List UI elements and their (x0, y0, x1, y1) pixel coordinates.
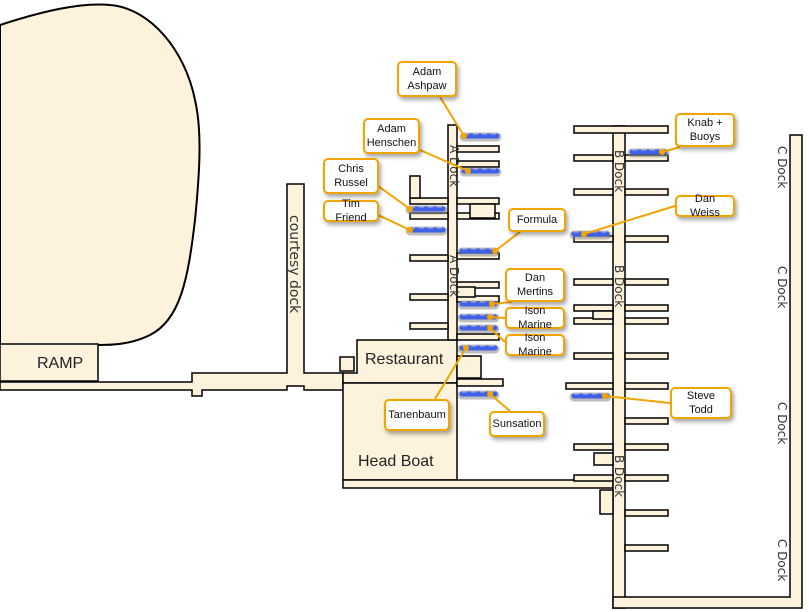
c-dock-label-1: C Dock (775, 146, 789, 188)
callout-sunsation[interactable]: Sunsation (489, 411, 545, 437)
callout-anchor-dot (407, 206, 413, 212)
b-dock-finger (573, 304, 614, 312)
b-dock-finger (624, 317, 669, 325)
callout-formula[interactable]: Formula (508, 208, 566, 232)
callout-leader (419, 149, 469, 172)
callout-anchor-dot (492, 248, 498, 254)
ramp-area (0, 343, 99, 382)
callout-anchor-dot (465, 168, 471, 174)
callout-ison-marine-1[interactable]: Ison Marine (505, 305, 565, 331)
callout-leader (661, 146, 681, 153)
restaurant-label: Restaurant (365, 351, 444, 368)
callout-leader (377, 185, 411, 210)
callout-tanenbaum[interactable]: Tanenbaum (384, 399, 450, 431)
b-dock-finger (624, 417, 669, 425)
callout-leader (434, 347, 467, 400)
b-dock-structure (593, 452, 614, 466)
callout-anchor-dot (659, 149, 665, 155)
c-dock (612, 134, 803, 609)
callout-dan-mertins[interactable]: Dan Mertins (505, 268, 565, 302)
callout-anchor-dot (487, 314, 493, 320)
b-dock-structure (592, 310, 614, 320)
c-dock-label-3: C Dock (775, 402, 789, 444)
b-dock-finger (573, 474, 614, 482)
callout-leader (494, 231, 521, 252)
boat-slip (457, 247, 500, 257)
courtesy-dock-label: courtesy dock (286, 215, 302, 314)
b-dock-label-3: B Dock (612, 455, 626, 497)
b-dock-finger (624, 509, 669, 517)
callout-ison-marine-2[interactable]: Ison Marine (505, 332, 565, 358)
boat-slip (459, 132, 502, 142)
callout-anchor-dot (489, 301, 495, 307)
b-dock-finger (624, 544, 669, 552)
callout-tim-friend[interactable]: Tim Friend (323, 198, 379, 224)
b-dock-label-1: B Dock (612, 150, 626, 192)
callout-anchor-dot (602, 393, 608, 399)
land-area (0, 3, 201, 346)
head-boat-label: Head Boat (358, 453, 434, 470)
callout-leader (489, 393, 511, 412)
callout-knab-buoys[interactable]: Knab + Buoys (675, 113, 735, 147)
callout-anchor-dot (581, 231, 587, 237)
b-dock-finger (573, 154, 614, 162)
b-dock-finger (624, 304, 669, 312)
c-dock-label-2: C Dock (775, 266, 789, 308)
a-dock-label-1: A Dock (447, 145, 461, 187)
callout-anchor-dot (463, 345, 469, 351)
callout-dan-weiss[interactable]: Dan Weiss (675, 193, 735, 219)
callout-leader (489, 327, 506, 343)
b-dock (565, 125, 669, 609)
b-dock-finger (624, 235, 669, 243)
b-dock-finger (573, 188, 614, 196)
b-dock-finger (624, 188, 669, 196)
boat-slip (569, 392, 612, 402)
ramp-label: RAMP (37, 355, 83, 372)
b-dock-finger (573, 352, 614, 360)
callout-leader (583, 205, 676, 235)
callout-chris-russel[interactable]: Chris Russel (323, 158, 379, 194)
callout-leader (439, 96, 465, 137)
b-dock-finger (624, 474, 669, 482)
callout-steve-todd[interactable]: Steve Todd (670, 387, 732, 419)
b-dock-finger (573, 278, 614, 286)
b-dock-finger (624, 352, 669, 360)
b-dock-finger (624, 382, 669, 390)
boat-slip (569, 230, 612, 240)
boat-slip (405, 226, 448, 236)
boat-slip (405, 205, 448, 215)
b-walkway (342, 479, 614, 489)
b-dock-finger (565, 382, 614, 390)
callout-anchor-dot (487, 391, 493, 397)
a-dock-label-2: A Dock (447, 255, 461, 297)
callout-adam-henschen[interactable]: Adam Henschen (363, 118, 420, 154)
b-dock-finger (573, 443, 614, 451)
callout-anchor-dot (461, 133, 467, 139)
callout-leader (377, 214, 411, 231)
b-dock-label-2: B Dock (612, 265, 626, 307)
b-dock-finger (624, 278, 669, 286)
b-dock-finger (624, 443, 669, 451)
b-dock-structure (599, 489, 614, 515)
callout-anchor-dot (487, 325, 493, 331)
callout-leader (491, 301, 513, 305)
restaurant-annex (339, 356, 355, 372)
main-walkway (0, 183, 344, 397)
callout-anchor-dot (407, 227, 413, 233)
callout-leader (604, 395, 671, 404)
callout-adam-ashpaw[interactable]: Adam Ashpaw (397, 61, 457, 97)
c-dock-label-4: C Dock (775, 539, 789, 581)
